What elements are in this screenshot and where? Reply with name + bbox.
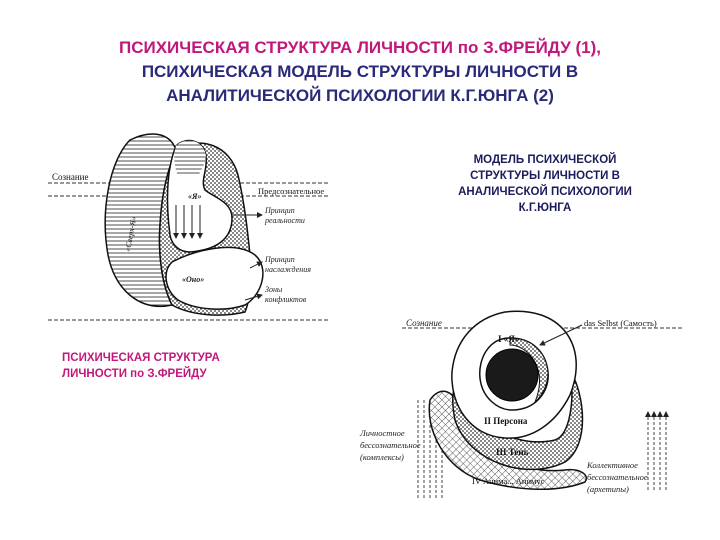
freud-conflict-label: Зоны конфликтов: [265, 285, 307, 304]
jung-right-dashes: [648, 412, 666, 490]
freud-id-label: «Оно»: [182, 275, 204, 284]
freud-ego-label: «Я»: [188, 192, 202, 201]
jung-collective-unconscious-label: Коллективное бессознательное (архетипы): [586, 460, 650, 494]
jung-diagram: Сознание das Selbst (Самость) I «Я» II П…: [359, 311, 682, 500]
jung-ego-circle: [486, 349, 538, 401]
jung-persona-label: II Персона: [484, 416, 528, 426]
jung-anima-label: IV Анима... Анимус: [472, 476, 545, 486]
jung-personal-unconscious-label: Личностное бессознательное (комплексы): [359, 428, 423, 462]
freud-preconscious-label: Предсознательное: [258, 186, 324, 196]
freud-consciousness-label: Сознание: [52, 172, 89, 182]
jung-consciousness-label: Сознание: [406, 318, 442, 328]
freud-reality-label: Принцип реальности: [264, 206, 305, 225]
jung-ego-label: I «Я»: [498, 334, 520, 344]
jung-self-label: das Selbst (Самость): [584, 318, 657, 328]
freud-diagram: Сознание Предсознательное «Я» «Сверх-Я» …: [48, 134, 330, 320]
freud-pleasure-label: Принцип наслаждения: [264, 255, 311, 274]
jung-shadow-label: III Тень: [496, 447, 529, 457]
